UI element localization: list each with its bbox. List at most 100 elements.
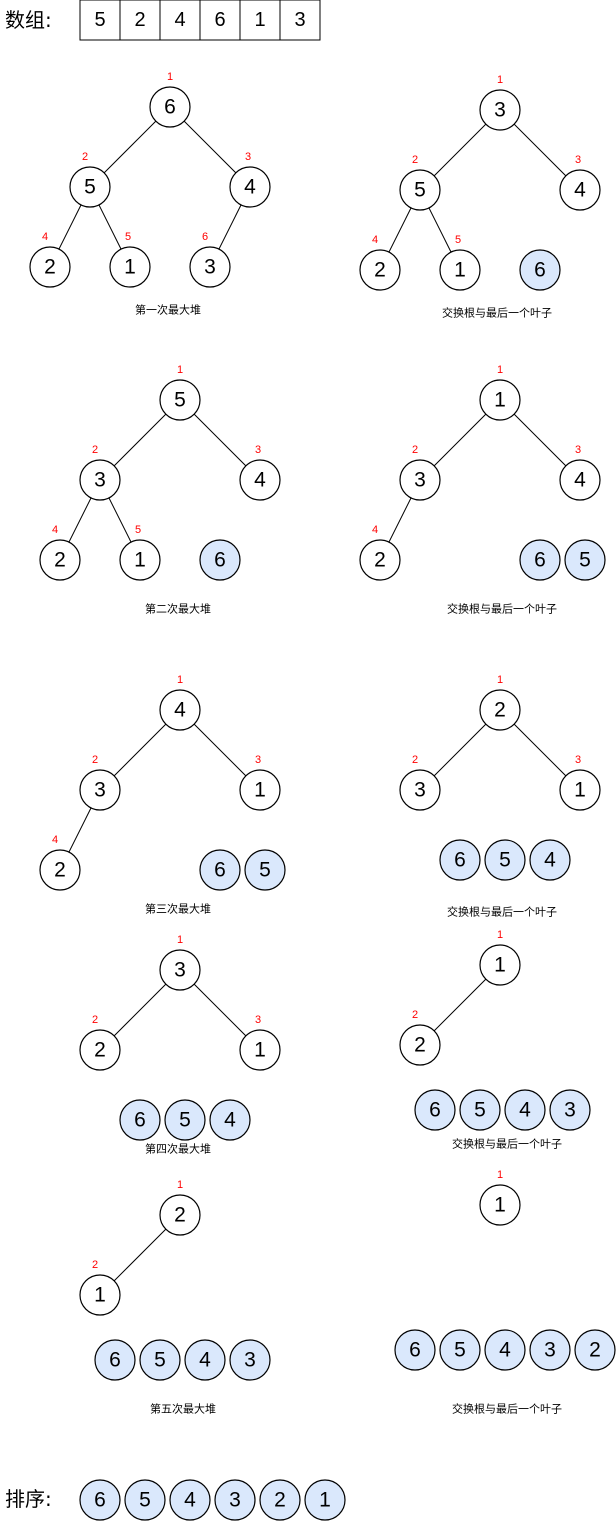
tree-edge — [513, 123, 567, 177]
tree-node-circle — [189, 246, 231, 288]
tree-node-value: 5 — [414, 179, 426, 202]
tree-edge — [513, 413, 567, 467]
tree-node-value: 4 — [244, 176, 256, 199]
tree-node-circle — [359, 539, 401, 581]
tree-node: 24 — [359, 234, 401, 291]
heap-index-label: 3 — [255, 754, 261, 766]
tree-node: 24 — [39, 834, 81, 891]
tree-node-value: 2 — [94, 1039, 106, 1062]
tree-edge — [58, 204, 82, 250]
tree-node-circle — [149, 86, 191, 128]
tree-node: 21 — [159, 1179, 201, 1236]
tree-node: 43 — [229, 151, 271, 208]
tree-node-value: 1 — [94, 1284, 106, 1307]
panel-caption: 交换根与最后一个叶子 — [447, 602, 557, 616]
sorted-node: 3 — [229, 1339, 271, 1381]
array-cell — [79, 0, 121, 41]
tree-node: 32 — [399, 444, 441, 501]
result-node: 5 — [124, 1479, 166, 1521]
tree-edge — [193, 413, 247, 467]
sorted-node-value: 5 — [579, 549, 591, 572]
sorted-node-value: 4 — [499, 1339, 511, 1362]
tree-node: 15 — [439, 234, 481, 291]
tree-edge — [433, 978, 487, 1032]
heap-index-label: 1 — [497, 74, 503, 86]
result-node-value: 6 — [94, 1489, 106, 1512]
sorted-node-value: 5 — [154, 1349, 166, 1372]
result-node-value: 5 — [139, 1489, 151, 1512]
tree-node-circle — [239, 459, 281, 501]
panel-caption: 第一次最大堆 — [135, 303, 201, 317]
sorted-node-circle — [564, 539, 606, 581]
tree-node-circle — [479, 89, 521, 131]
sorted-node: 4 — [184, 1339, 226, 1381]
sorted-node: 5 — [564, 539, 606, 581]
sorted-node-circle — [439, 1329, 481, 1371]
sorted-node-circle — [484, 839, 526, 881]
tree-node: 13 — [239, 754, 281, 811]
sorted-node-value: 6 — [534, 549, 546, 572]
heap-index-label: 4 — [52, 524, 58, 536]
heap-index-label: 5 — [125, 231, 131, 243]
tree-edge — [388, 497, 412, 543]
sorted-node-value: 5 — [499, 849, 511, 872]
sorted-node-circle — [459, 1089, 501, 1131]
sorted-node: 5 — [484, 839, 526, 881]
tree-node-value: 1 — [254, 1039, 266, 1062]
array-cell-value: 2 — [134, 9, 145, 31]
tree-node: 61 — [149, 71, 191, 128]
tree-node: 15 — [109, 231, 151, 288]
tree-node-value: 1 — [134, 549, 146, 572]
tree-node-value: 2 — [174, 1204, 186, 1227]
tree-edge — [98, 204, 122, 250]
sorted-node-value: 3 — [244, 1349, 256, 1372]
heap-index-label: 1 — [177, 934, 183, 946]
tree-node-circle — [399, 459, 441, 501]
tree-node-circle — [399, 169, 441, 211]
tree-node: 22 — [399, 1009, 441, 1066]
sorted-node-circle — [529, 839, 571, 881]
heap-index-label: 1 — [177, 364, 183, 376]
tree-node-circle — [479, 689, 521, 731]
tree-node-value: 2 — [494, 699, 506, 722]
result-node-value: 2 — [274, 1489, 286, 1512]
sorted-node: 5 — [164, 1099, 206, 1141]
panel-caption: 第三次最大堆 — [145, 902, 211, 916]
sorted-node-circle — [414, 1089, 456, 1131]
tree-node: 22 — [79, 1014, 121, 1071]
tree-node: 11 — [479, 929, 521, 986]
heap-index-label: 3 — [575, 754, 581, 766]
result-node-value: 4 — [184, 1489, 196, 1512]
heap-index-label: 1 — [497, 929, 503, 941]
result-node: 3 — [214, 1479, 256, 1521]
tree-node-circle — [239, 1029, 281, 1071]
heap-index-label: 3 — [255, 444, 261, 456]
tree-edge — [388, 207, 412, 253]
array-cell — [279, 0, 321, 41]
tree-node-value: 3 — [94, 469, 106, 492]
sorted-node: 6 — [94, 1339, 136, 1381]
sorted-node: 6 — [519, 539, 561, 581]
sorted-node: 3 — [529, 1329, 571, 1371]
sorted-node: 5 — [439, 1329, 481, 1371]
result-node-value: 3 — [229, 1489, 241, 1512]
array-cell-value: 4 — [174, 9, 185, 31]
sorted-node-circle — [549, 1089, 591, 1131]
sorted-node: 5 — [244, 849, 286, 891]
heap-index-label: 4 — [372, 234, 378, 246]
tree-edge — [433, 413, 487, 467]
result-node: 6 — [79, 1479, 121, 1521]
tree-node: 32 — [79, 444, 121, 501]
sorted-node-value: 4 — [544, 849, 556, 872]
sorted-node-value: 6 — [534, 259, 546, 282]
heap-index-label: 2 — [412, 754, 418, 766]
sorted-node-circle — [439, 839, 481, 881]
tree-node-value: 3 — [94, 779, 106, 802]
tree-node: 41 — [159, 674, 201, 731]
tree-node-circle — [79, 769, 121, 811]
